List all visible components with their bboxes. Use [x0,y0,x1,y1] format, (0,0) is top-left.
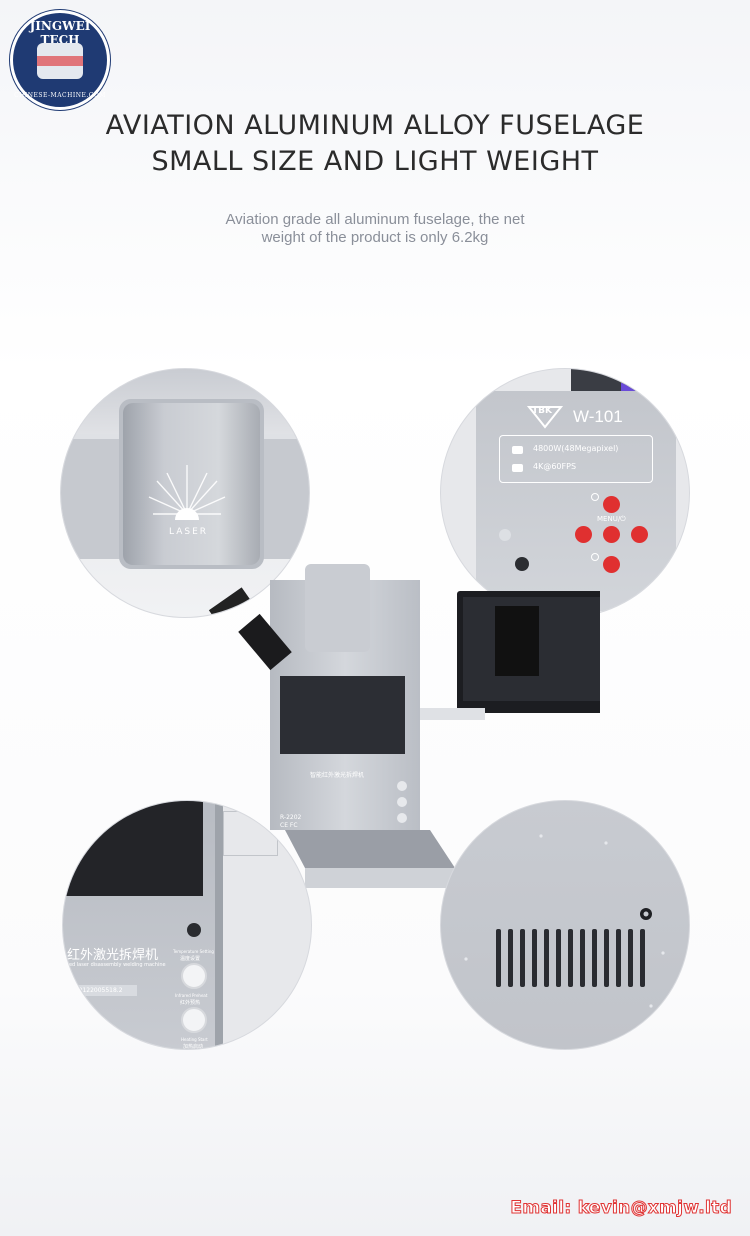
spec-photo: 4800W(48Megapixel) [533,444,619,453]
temperature-setting-button[interactable] [181,963,207,989]
infrared-preheat-button[interactable] [181,1007,207,1033]
logo-website-text: CHINESE-MACHINE.COM [14,92,106,99]
zoom-out-button[interactable] [603,556,620,573]
machine-cert: CE FC [280,822,298,829]
video-button[interactable] [575,526,592,543]
video-camera-icon [512,464,523,472]
panel-serial: 202122005518.2 [67,985,137,996]
btn1-caption-en: Temperature Setting [173,949,214,954]
machine-model-code: R-2202 [280,814,302,821]
side-panel-closeup: 红外激光拆焊机 red laser disassembly welding ma… [62,800,312,1050]
menu-label: MENU/⏻ [597,515,626,523]
machine-name-cn: 智能红外激光拆焊机 [310,772,365,779]
control-panel-closeup: TBK W-101 4800W(48Megapixel) 4K@60FPS ME… [440,368,690,618]
product-description: Aviation grade all aluminum fuselage, th… [0,211,750,247]
title-line-1: AVIATION ALUMINUM ALLOY FUSELAGE [105,110,645,141]
indicator-light [499,529,511,541]
btn2-caption-cn: 红外预热 [180,1000,201,1006]
panel-name-cn: 红外激光拆焊机 [67,948,159,963]
btn3-caption-en: Heating Start [181,1037,208,1042]
brand-logo: JINGWEI TECH CHINESE-MACHINE.COM [10,10,110,110]
description-line-2: weight of the product is only 6.2kg [261,229,489,246]
panel-indicator-knob[interactable] [187,923,201,937]
menu-button[interactable] [603,526,620,543]
btn3-caption-cn: 加热启动 [183,1044,204,1050]
logo-emblem [37,43,83,79]
title-line-2: SMALL SIZE AND LIGHT WEIGHT [151,146,599,177]
power-knob[interactable] [515,557,529,571]
zoom-in-button[interactable] [603,496,620,513]
photo-button[interactable] [631,526,648,543]
zoom-out-icon [591,553,599,561]
model-number: W-101 [573,407,623,426]
vent-closeup [440,800,690,1050]
spec-video: 4K@60FPS [533,462,577,471]
page-title: AVIATION ALUMINUM ALLOY FUSELAGE SMALL S… [0,108,750,180]
btn2-caption-en: Infrared Preheat [175,993,208,998]
description-line-1: Aviation grade all aluminum fuselage, th… [225,211,525,228]
tbk-brand: TBK [532,406,552,416]
zoom-in-icon [591,493,599,501]
laser-label: LASER [169,527,209,537]
camera-icon [512,446,523,454]
panel-name-en: red laser disassembly welding machine [67,962,166,968]
btn1-caption-cn: 温度设置 [180,956,201,962]
contact-email[interactable]: Email: kevin@xmjw.ltd [510,1198,732,1219]
welding-machine [238,564,600,888]
spec-box: 4800W(48Megapixel) 4K@60FPS [499,435,653,483]
laser-head-closeup: LASER [60,368,310,618]
